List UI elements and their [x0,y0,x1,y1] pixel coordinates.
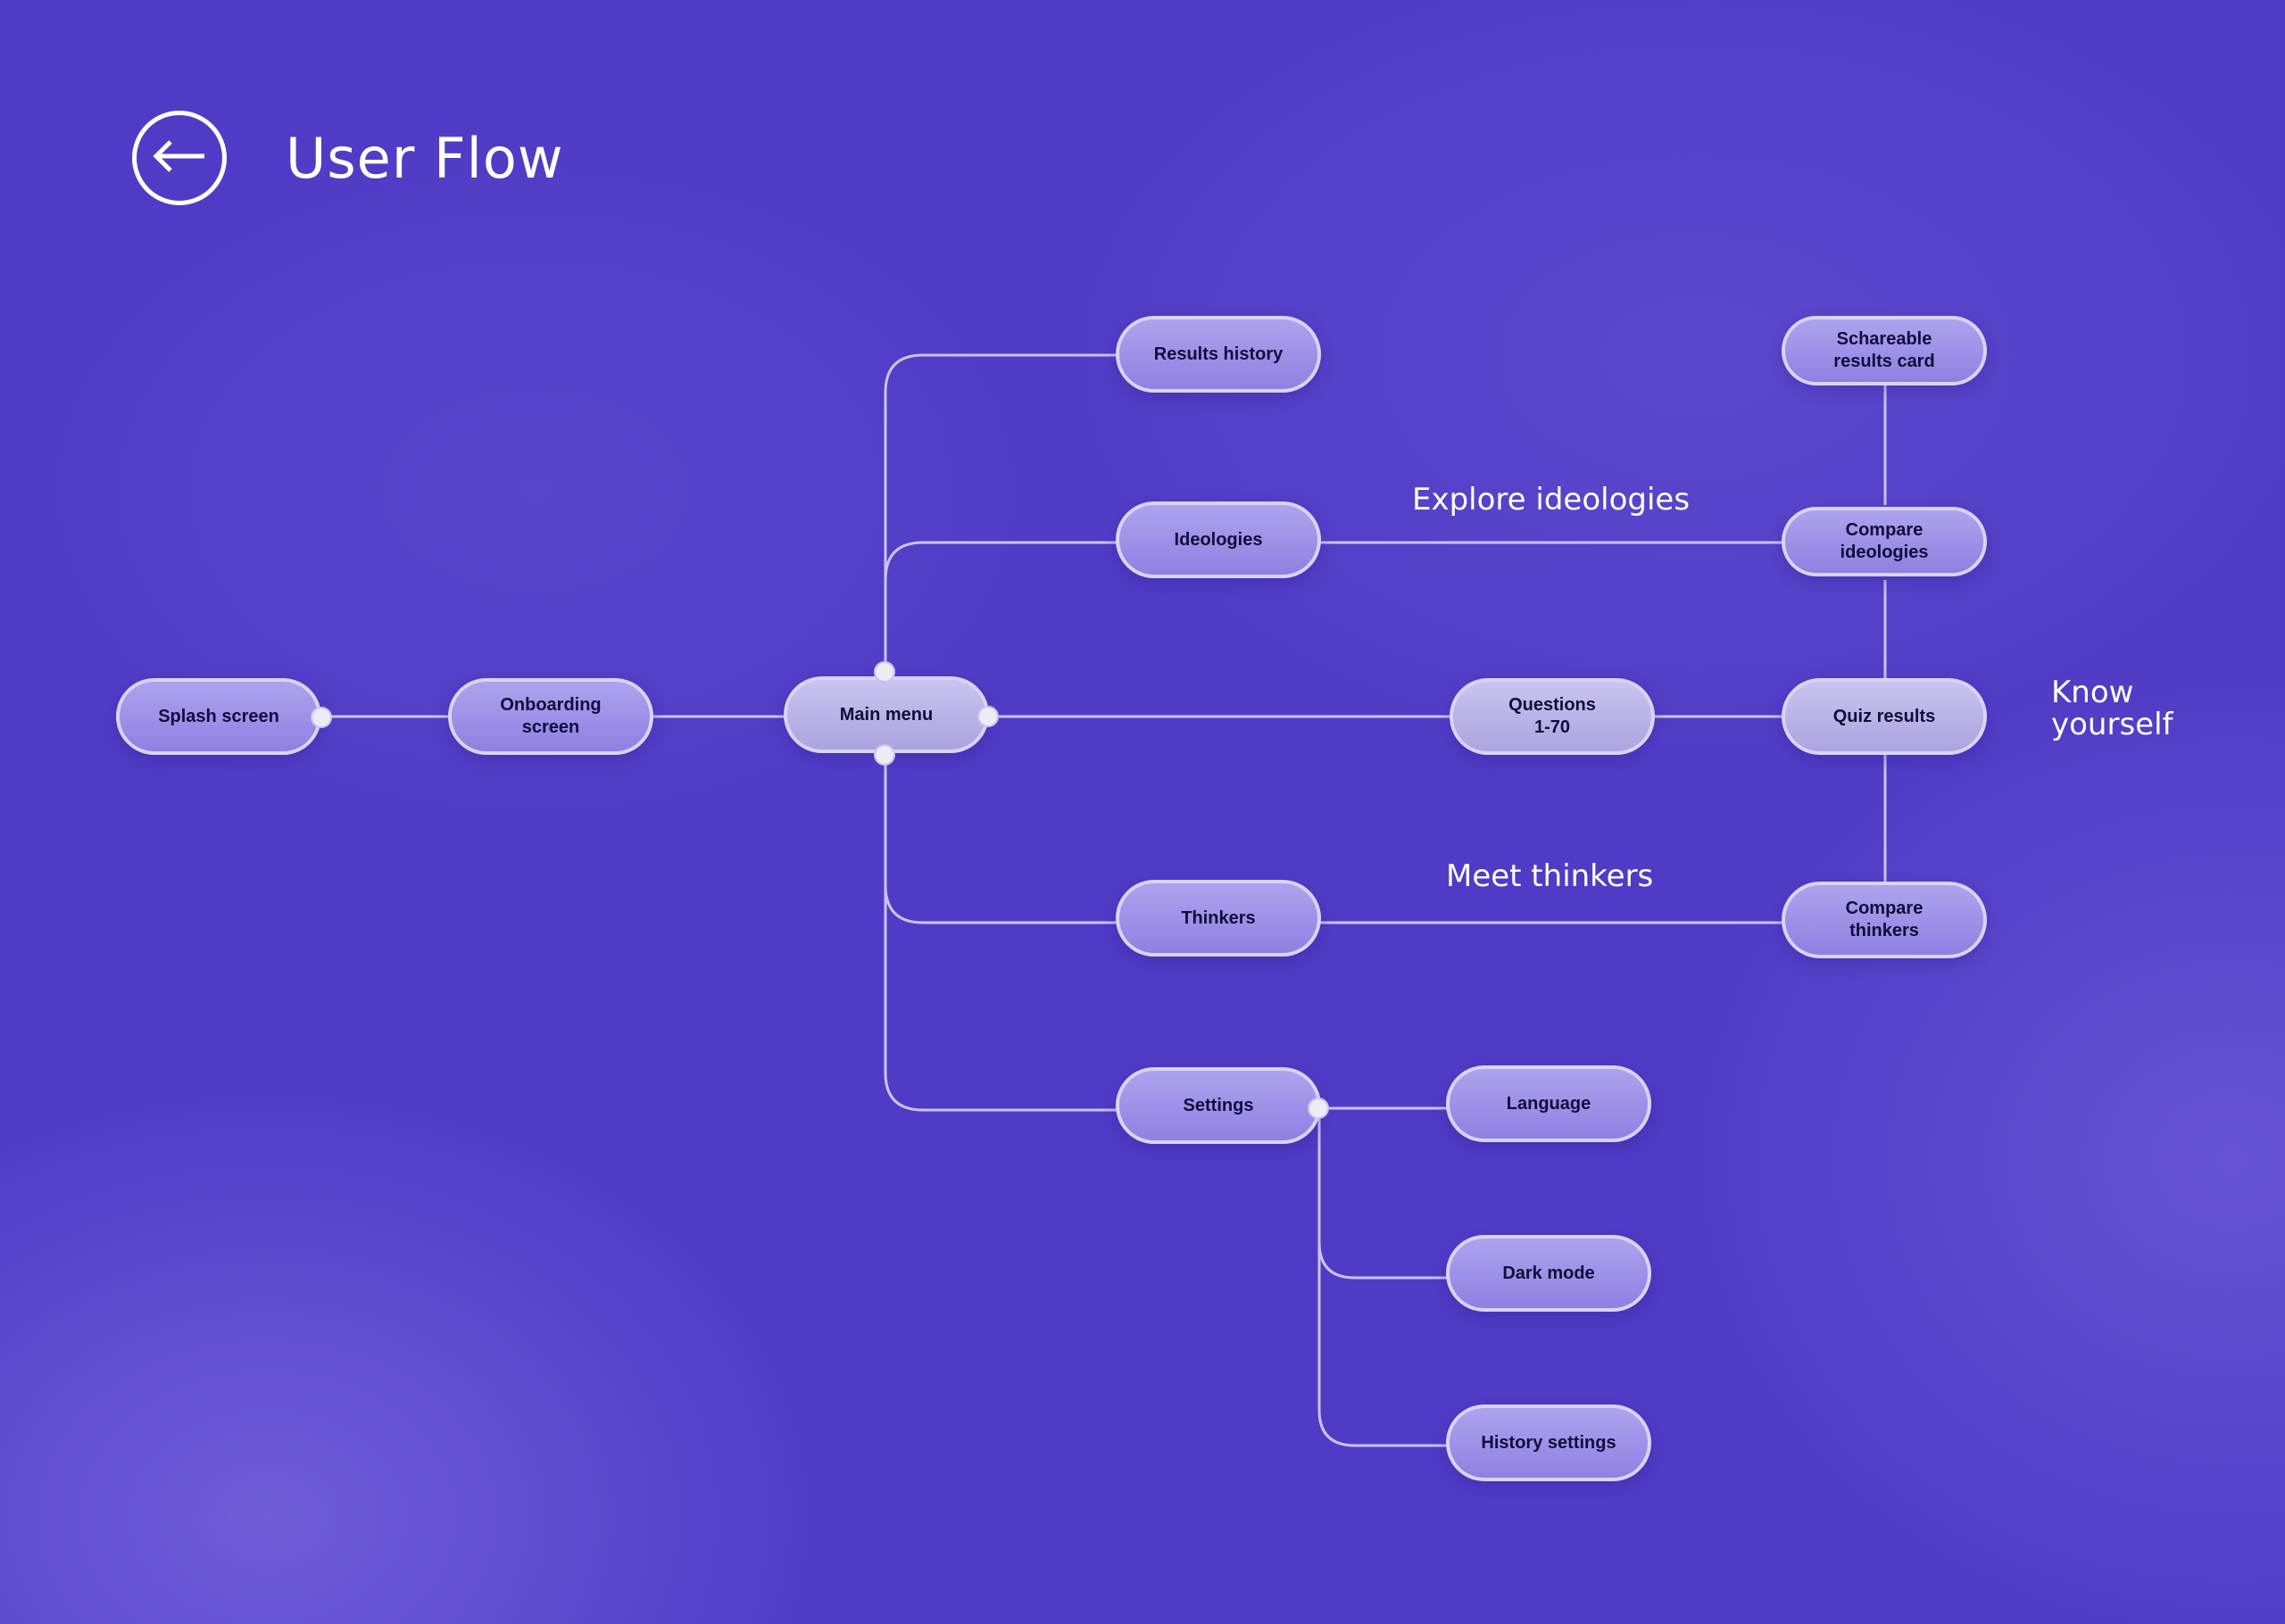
node-compare-thinkers[interactable]: Compare thinkers [1782,882,1987,958]
node-questions[interactable]: Questions 1-70 [1450,678,1655,755]
node-settings[interactable]: Settings [1116,1067,1321,1144]
annotation-know-yourself: Know yourself [2051,675,2173,742]
connector-dot [1308,1098,1329,1119]
node-quiz-results[interactable]: Quiz results [1782,678,1987,755]
header: User Flow [132,111,564,205]
node-onboarding-screen[interactable]: Onboarding screen [448,678,653,755]
node-results-history[interactable]: Results history [1116,316,1321,393]
node-ideologies[interactable]: Ideologies [1116,501,1321,578]
node-history-settings[interactable]: History settings [1446,1404,1651,1481]
arrow-left-icon [151,138,208,178]
node-main-menu[interactable]: Main menu [784,676,989,753]
node-language[interactable]: Language [1446,1065,1651,1142]
annotation-meet-thinkers: Meet thinkers [1446,858,1654,894]
link-main-settings [884,755,1118,1112]
annotation-explore-ideologies: Explore ideologies [1412,482,1691,518]
node-compare-ideologies[interactable]: Compare ideologies [1782,507,1987,576]
link-settings-history [1317,1108,1448,1447]
link-main-thinkers [884,755,1118,924]
connector-dot [977,706,999,727]
connector-dot [311,707,332,728]
node-dark-mode[interactable]: Dark mode [1446,1235,1651,1312]
connector-dot [874,661,895,683]
node-thinkers[interactable]: Thinkers [1116,880,1321,957]
link-main-ideologies [884,541,1118,671]
page-title: User Flow [286,125,564,191]
connector-dot [874,744,895,766]
node-shareable-results-card[interactable]: Schareable results card [1782,316,1987,385]
back-button[interactable] [132,111,227,205]
link-settings-darkmode [1317,1108,1448,1280]
link-main-results-history [884,353,1118,671]
node-splash-screen[interactable]: Splash screen [116,678,321,755]
